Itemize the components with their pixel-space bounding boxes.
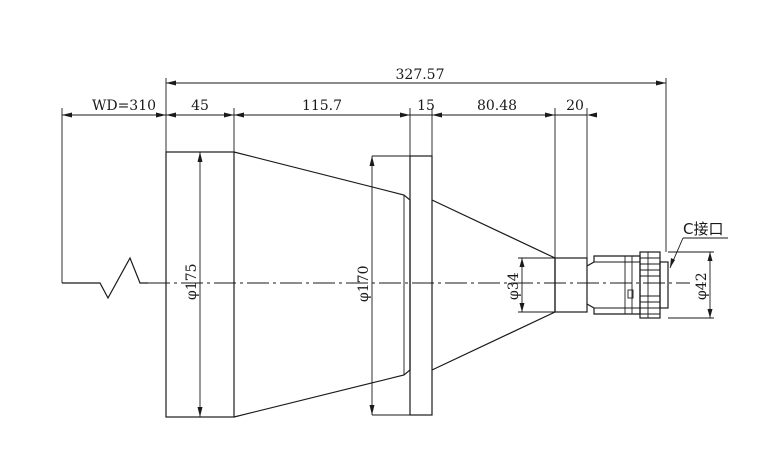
phi42-label: φ42 [694, 272, 710, 300]
segment-2-label: 115.7 [302, 98, 342, 114]
working-distance-label: WD=310 [92, 98, 156, 114]
axis-break-symbol [62, 256, 148, 300]
dimension-phi170: φ170 [356, 155, 410, 416]
phi170-label: φ170 [356, 265, 372, 302]
dimension-phi42: φ42 [668, 251, 714, 319]
rear-barrel [554, 257, 588, 313]
cone-body [233, 151, 411, 418]
c-mount-label: C接口 [683, 220, 723, 238]
knurl-pattern [640, 252, 660, 318]
segment-1-label: 45 [191, 98, 209, 114]
segment-3-label: 15 [417, 98, 435, 114]
dimension-segments: WD=310 45 115.7 15 80.48 20 [62, 98, 597, 118]
rear-cone [431, 199, 556, 371]
dimension-phi175: φ175 [184, 152, 203, 417]
phi175-label: φ175 [184, 263, 200, 300]
c-mount-callout: C接口 [669, 220, 728, 269]
c-mount-thread [659, 261, 669, 309]
flange [409, 155, 433, 416]
dimension-total-length: 327.57 [166, 67, 666, 86]
segment-4-label: 80.48 [477, 98, 517, 114]
total-length-label: 327.57 [396, 67, 445, 83]
phi34-label: φ34 [506, 272, 522, 300]
dimension-phi34: φ34 [506, 257, 555, 313]
segment-5-label: 20 [566, 98, 584, 114]
